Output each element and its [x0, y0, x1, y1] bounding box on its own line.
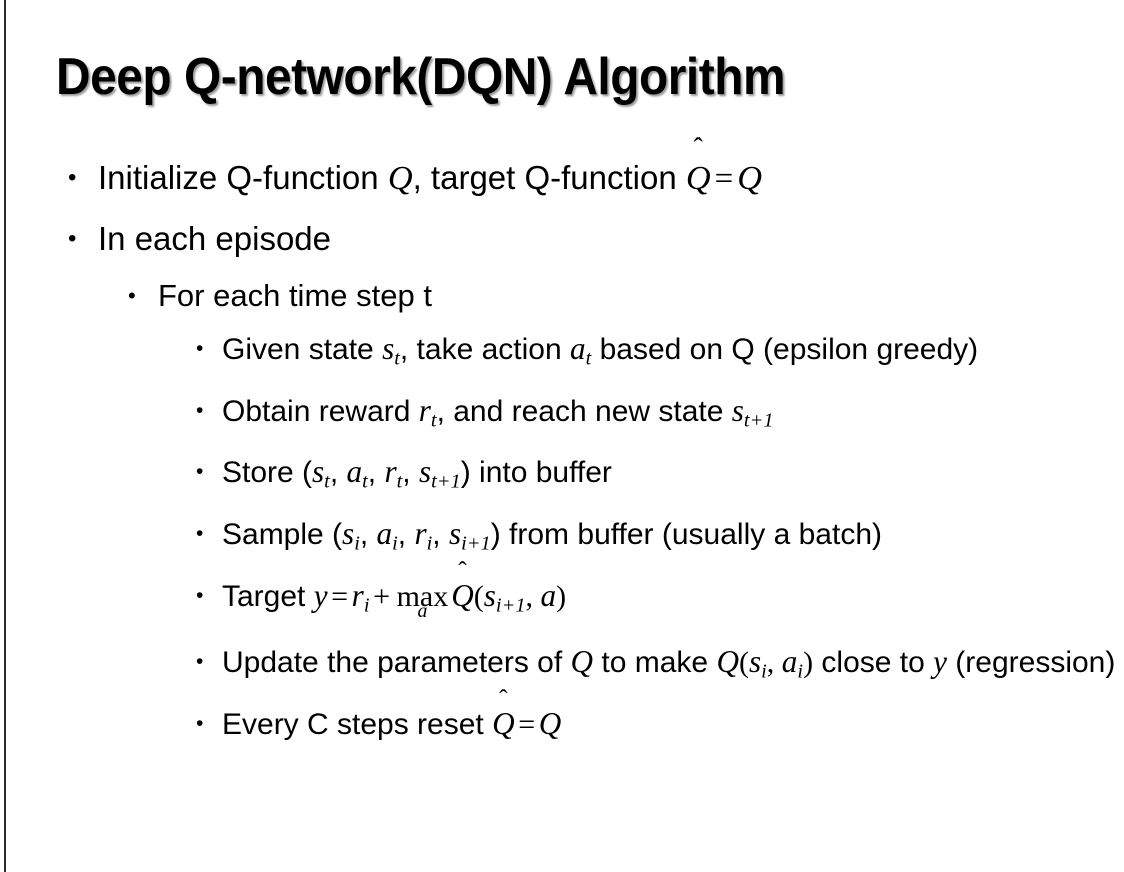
bullet-text: Update the parameters of Q to make Q(si,…	[222, 643, 1116, 683]
math-var-a: a	[376, 516, 393, 552]
bullet-text: For each time step t	[158, 278, 432, 313]
bullet-marker: •	[196, 649, 204, 673]
math-var-r: r	[418, 392, 431, 428]
math-sub-i: i	[392, 532, 398, 555]
math-var-s: s	[382, 331, 395, 366]
bullet-text: Initialize Q-function Q, target Q-functi…	[98, 148, 1124, 209]
math-var-r: r	[351, 577, 364, 613]
bullet-text: In each episode	[98, 220, 332, 257]
bullet-for-each-time-step: • For each time step t	[0, 269, 1124, 323]
bullet-text: Given state st, take action at based on …	[222, 331, 979, 370]
bullet-obtain-reward: • Obtain reward rt, and reach new state …	[0, 385, 1124, 447]
bullet-initialize: • Initialize Q-function Q, target Q-func…	[0, 148, 1124, 209]
math-var-q: Q	[570, 643, 594, 679]
math-var-s: s	[342, 516, 355, 552]
math-sub-t-plus-1: t+1	[743, 409, 774, 432]
bullet-every-c-steps-reset: • Every C steps reset ̂Q=Q	[0, 698, 1124, 750]
bullet-marker: •	[196, 522, 204, 546]
bullet-store-into-buffer: • Store (st, at, rt, st+1) into buffer	[0, 446, 1124, 508]
bullet-text: Obtain reward rt, and reach new state st…	[222, 392, 774, 432]
math-sub-t: t	[585, 347, 592, 370]
math-var-a: a	[570, 331, 586, 366]
bullet-marker: •	[68, 164, 77, 191]
math-sub-i-plus-1: i+1	[461, 532, 491, 555]
bullet-text: Sample (si, ai, ri, si+1) from buffer (u…	[222, 516, 882, 555]
math-var-s: s	[731, 392, 744, 428]
slide-body: • Initialize Q-function Q, target Q-func…	[0, 148, 1124, 750]
math-var-qhat: ̂Q	[451, 577, 474, 613]
bullet-text: Store (st, at, rt, st+1) into buffer	[222, 454, 612, 494]
math-op-equals: =	[714, 161, 734, 197]
math-sub-t: t	[394, 347, 400, 370]
math-var-r: r	[384, 454, 397, 490]
math-var-r: r	[414, 516, 427, 552]
math-var-s: s	[483, 577, 496, 613]
math-sub-i: i	[761, 660, 767, 683]
bullet-marker: •	[196, 583, 204, 607]
bullet-marker: •	[68, 225, 77, 252]
bullet-text: Target y=ri+maxâQ(si+1, a)	[222, 570, 1124, 632]
page-title: Deep Q-network(DQN) Algorithm	[56, 48, 786, 106]
math-var-s: s	[448, 516, 462, 552]
math-sub-t: t	[396, 471, 403, 494]
bullet-marker: •	[196, 398, 204, 422]
math-var-y: y	[313, 577, 328, 613]
math-sub-i-plus-1: i+1	[495, 594, 526, 617]
math-sub-i: i	[363, 594, 370, 617]
math-sub-t: t	[362, 471, 368, 494]
math-var-s: s	[312, 454, 325, 490]
bullet-text: Every C steps reset ̂Q=Q	[222, 698, 1124, 750]
math-sub-t: t	[324, 471, 330, 494]
bullet-marker: •	[128, 283, 136, 308]
left-edge-rule	[4, 0, 6, 872]
bullet-marker: •	[196, 711, 204, 735]
math-var-a: a	[781, 643, 798, 679]
math-op-plus: +	[373, 579, 390, 613]
math-var-q2: Q	[716, 643, 739, 679]
bullet-marker: •	[196, 460, 204, 484]
math-var-y: y	[933, 643, 947, 679]
math-var-s: s	[418, 454, 432, 490]
math-var-a: a	[346, 454, 363, 490]
bullet-update-parameters: • Update the parameters of Q to make Q(s…	[0, 636, 1124, 698]
math-sub-t: t	[430, 409, 437, 432]
bullet-in-each-episode: • In each episode	[0, 209, 1124, 269]
math-op-equals: =	[518, 707, 536, 741]
bullet-given-state: • Given state st, take action at based o…	[0, 323, 1124, 385]
math-var-q2: Q	[737, 159, 762, 197]
math-var-q: Q	[538, 705, 562, 741]
bullet-sample-from-buffer: • Sample (si, ai, ri, si+1) from buffer …	[0, 508, 1124, 570]
bullet-target-equation: • Target y=ri+maxâQ(si+1, a)	[0, 570, 1124, 636]
math-var-a: a	[540, 577, 557, 613]
math-sub-i: i	[354, 532, 360, 555]
math-var-s: s	[748, 643, 762, 679]
math-var-qhat: ̂Q	[685, 159, 711, 197]
math-var-qhat: ̂Q	[492, 705, 515, 741]
math-op-max-underscript: a	[417, 600, 428, 622]
math-sub-i: i	[797, 660, 804, 683]
math-sub-i: i	[426, 532, 433, 555]
math-sub-t-plus-1: t+1	[431, 471, 461, 494]
math-op-equals: =	[331, 579, 349, 613]
bullet-marker: •	[196, 337, 204, 360]
math-var-q: Q	[387, 159, 413, 197]
